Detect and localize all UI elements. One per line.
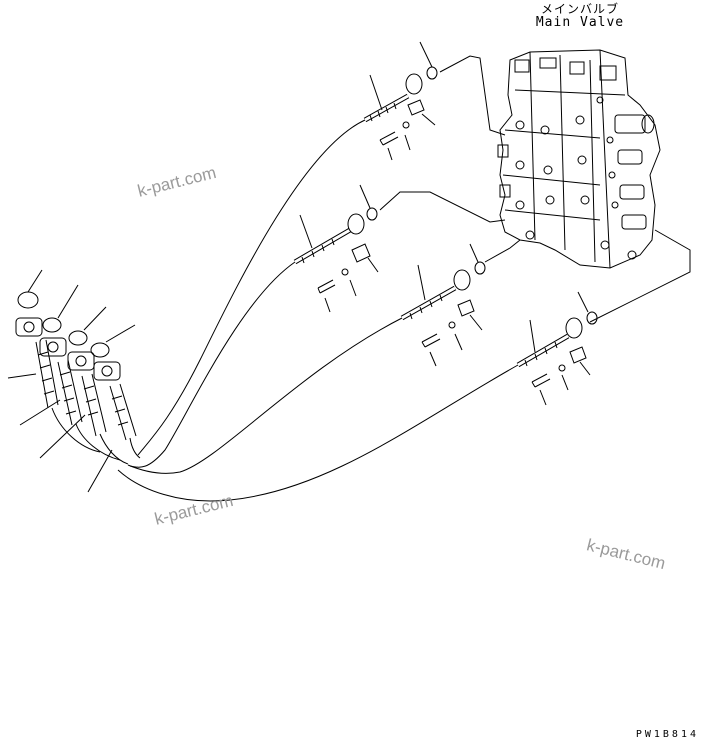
- hose-4: [117, 291, 598, 502]
- main-valve-label-jp: メインバルブ: [540, 2, 619, 16]
- hose-3: [127, 243, 486, 474]
- main-valve: [497, 49, 661, 269]
- hose-2: [129, 184, 379, 468]
- drawing-code: PW1B814: [635, 729, 699, 740]
- hose-1: [137, 41, 438, 456]
- main-valve-label-en: Main Valve: [535, 15, 625, 30]
- left-hose-ends: [7, 269, 141, 493]
- valve-leader-lines: [379, 55, 691, 323]
